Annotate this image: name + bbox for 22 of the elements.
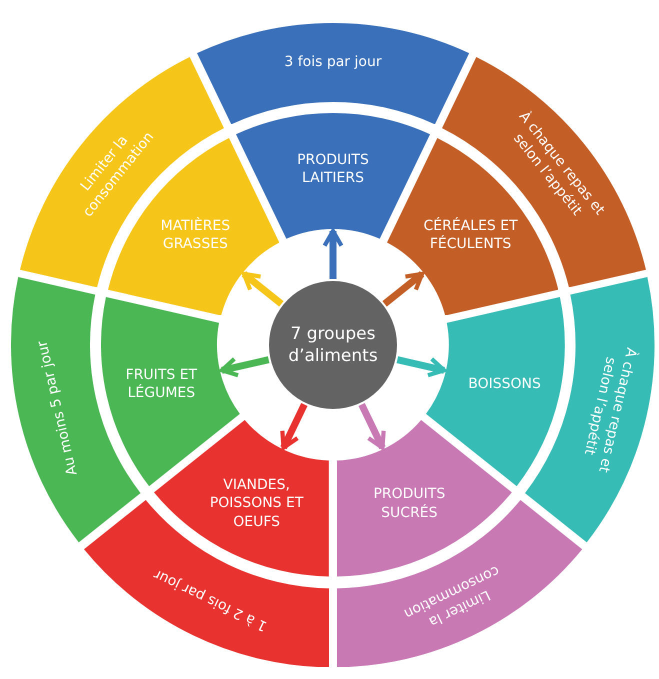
arrow: [358, 402, 386, 450]
center-label: 7 groupes d’aliments: [287, 322, 379, 368]
group-label: VIANDES, POISSONS ET OEUFS: [208, 476, 304, 532]
group-label: BOISSONS: [467, 375, 542, 394]
group-label: MATIÈRES GRASSES: [160, 216, 232, 254]
food-group-segment: [426, 297, 565, 486]
group-label: CÉRÉALES ET FÉCULENTS: [422, 216, 519, 254]
frequency-label: Au moins 5 par jour: [32, 338, 82, 479]
arrow: [382, 271, 424, 307]
frequency-label: 1 à 2 fois par jour: [150, 565, 270, 636]
arrow: [280, 402, 308, 450]
frequency-label: 3 fois par jour: [283, 52, 383, 72]
arrow: [220, 356, 270, 378]
group-label: FRUITS ET LÉGUMES: [124, 366, 198, 404]
arrow: [322, 228, 344, 279]
frequency-band: [337, 500, 582, 667]
arrow: [242, 271, 284, 307]
frequency-band: [196, 23, 470, 124]
group-label: PRODUITS SUCRÉS: [372, 485, 446, 523]
group-label: PRODUITS LAITIERS: [296, 150, 370, 188]
arrow: [396, 356, 446, 378]
frequency-label: À chaque repas et selon l’appétit: [580, 345, 641, 476]
